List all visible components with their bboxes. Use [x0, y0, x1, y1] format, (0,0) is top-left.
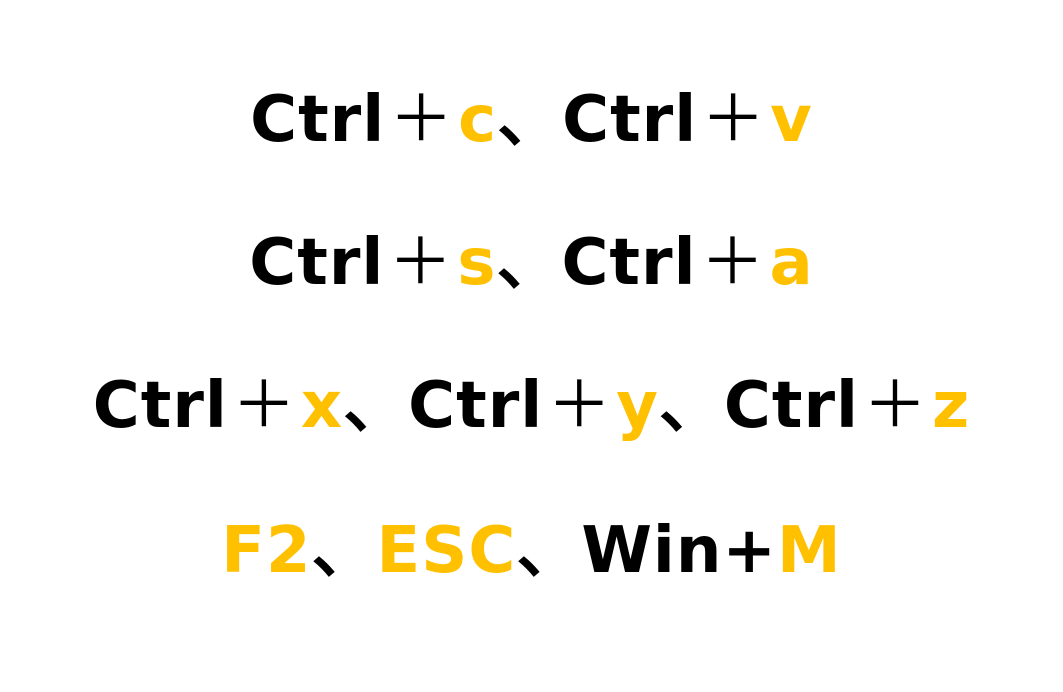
key-ctrl: Ctrl: [561, 226, 697, 300]
key-win: Win: [581, 514, 723, 588]
shortcut-line-f2-esc-win: F2、ESC、Win+M: [0, 511, 1063, 591]
plus-sign: ＋: [862, 369, 928, 443]
key-ctrl: Ctrl: [723, 369, 859, 443]
key-a: a: [769, 226, 814, 300]
key-esc: ESC: [376, 514, 517, 588]
separator: 、: [343, 369, 409, 443]
separator: 、: [497, 83, 563, 157]
key-c: c: [458, 83, 498, 157]
shortcut-line-save-selectall: Ctrl＋s、Ctrl＋a: [0, 223, 1063, 303]
plus-sign: ＋: [388, 226, 454, 300]
key-ctrl: Ctrl: [562, 83, 698, 157]
key-f2: F2: [221, 514, 312, 588]
separator: 、: [311, 514, 377, 588]
key-z: z: [931, 369, 971, 443]
key-ctrl: Ctrl: [92, 369, 228, 443]
separator: 、: [496, 226, 562, 300]
key-ctrl: Ctrl: [250, 83, 386, 157]
separator: 、: [516, 514, 582, 588]
shortcut-line-cut-redo-undo: Ctrl＋x、Ctrl＋y、Ctrl＋z: [0, 366, 1063, 446]
plus-sign: ＋: [700, 226, 766, 300]
plus-sign: ＋: [701, 83, 767, 157]
key-m: M: [777, 514, 842, 588]
key-s: s: [457, 226, 497, 300]
key-v: v: [770, 83, 813, 157]
key-ctrl: Ctrl: [249, 226, 385, 300]
key-x: x: [300, 369, 344, 443]
separator: 、: [658, 369, 724, 443]
key-ctrl: Ctrl: [408, 369, 544, 443]
plus-sign: ＋: [547, 369, 613, 443]
plus-sign: +: [722, 514, 778, 588]
plus-sign: ＋: [389, 83, 455, 157]
shortcut-line-copy-paste: Ctrl＋c、Ctrl＋v: [0, 80, 1063, 160]
key-y: y: [616, 369, 659, 443]
plus-sign: ＋: [231, 369, 297, 443]
